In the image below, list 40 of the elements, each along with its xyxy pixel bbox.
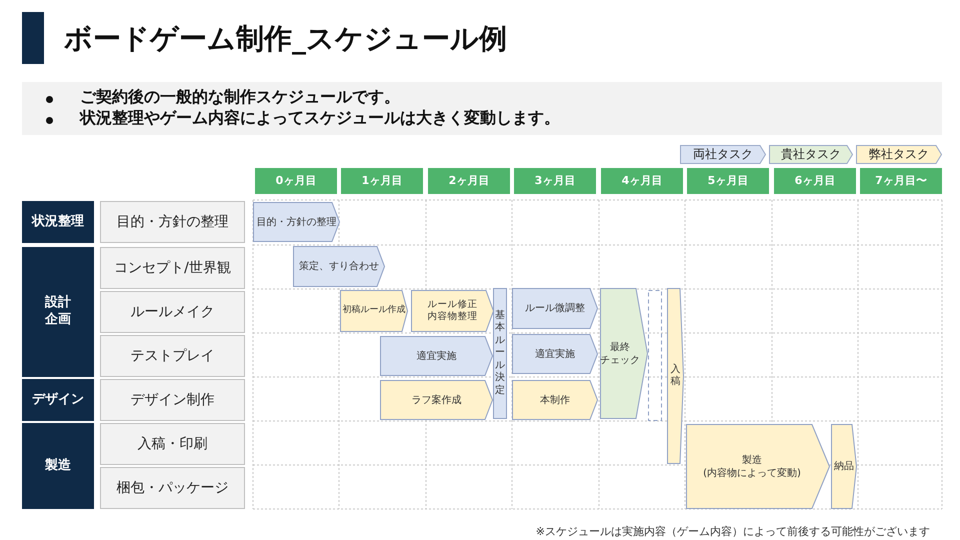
category-label: 製造 bbox=[22, 423, 94, 509]
task-bar: ルール微調整 bbox=[512, 288, 598, 329]
footnote: ※スケジュールは実施内容（ゲーム内容）によって前後する可能性がございます bbox=[536, 524, 930, 539]
month-header: 3ヶ月目 bbox=[514, 168, 596, 194]
task-bar: 本制作 bbox=[512, 380, 598, 420]
bullet-text: ご契約後の一般的な制作スケジュールです。 bbox=[80, 87, 400, 108]
task-row-label: デザイン制作 bbox=[100, 379, 245, 421]
month-header: 7ヶ月目〜 bbox=[860, 168, 942, 194]
month-header: 4ヶ月目 bbox=[601, 168, 683, 194]
category-label: デザイン bbox=[22, 379, 94, 421]
task-row-label: ルールメイク bbox=[100, 291, 245, 333]
task-row-label: 梱包・パッケージ bbox=[100, 467, 245, 509]
task-bar: 適宜実施 bbox=[380, 336, 493, 376]
placeholder-box bbox=[648, 290, 662, 421]
task-row-label: テストプレイ bbox=[100, 335, 245, 377]
task-row-label: 入稿・印刷 bbox=[100, 423, 245, 465]
milestone-bar: 基本ルール決定 bbox=[493, 288, 507, 419]
legend-swatch: 貴社タスク bbox=[769, 145, 853, 164]
bullet-text: 状況整理やゲーム内容によってスケジュールは大きく変動します。 bbox=[80, 108, 560, 129]
category-label: 状況整理 bbox=[22, 201, 94, 243]
month-header: 5ヶ月目 bbox=[687, 168, 769, 194]
legend-swatch: 両社タスク bbox=[680, 145, 766, 164]
task-bar: 最終チェック bbox=[600, 288, 648, 419]
task-bar: ルール修正内容物整理 bbox=[411, 290, 494, 332]
legend-swatch: 弊社タスク bbox=[856, 145, 942, 164]
month-header: 6ヶ月目 bbox=[774, 168, 856, 194]
slide-title: ボードゲーム制作_スケジュール例 bbox=[64, 21, 507, 57]
task-row-label: コンセプト/世界観 bbox=[100, 247, 245, 289]
month-header: 1ヶ月目 bbox=[341, 168, 423, 194]
task-bar: 入稿 bbox=[667, 288, 684, 464]
task-row-label: 目的・方針の整理 bbox=[100, 201, 245, 243]
task-bar: 適宜実施 bbox=[512, 334, 598, 374]
task-bar: ラフ案作成 bbox=[380, 380, 493, 420]
month-header: 0ヶ月目 bbox=[255, 168, 337, 194]
month-header: 2ヶ月目 bbox=[428, 168, 510, 194]
task-bar: 納品 bbox=[831, 424, 857, 509]
category-label: 設計企画 bbox=[22, 247, 94, 377]
task-bar: 初稿ルール作成 bbox=[340, 290, 408, 332]
task-bar: 策定、すり合わせ bbox=[293, 246, 385, 287]
task-bar: 目的・方針の整理 bbox=[253, 202, 340, 242]
